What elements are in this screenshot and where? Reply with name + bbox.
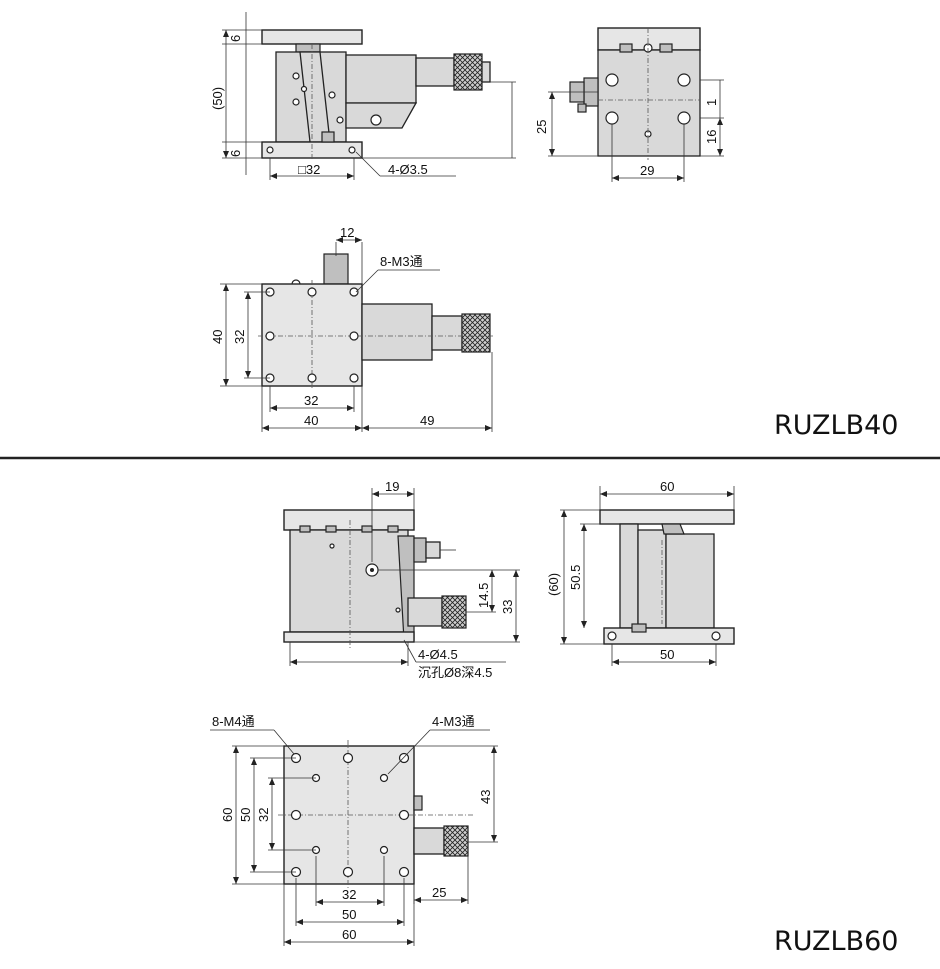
dim-v32-60: 32 xyxy=(256,808,271,822)
section-ruzlb40: 6 (50) 6 □32 4-Ø3.5 xyxy=(210,12,898,441)
model-label-ruzlb40: RUZLB40 xyxy=(774,410,898,441)
ruzlb40-side-view: 25 1 16 29 xyxy=(534,27,724,182)
dim-v32: 32 xyxy=(232,330,247,344)
dim-counterbore: 沉孔Ø8深4.5 xyxy=(418,665,492,680)
dim-v50: 50 xyxy=(238,808,253,822)
ruzlb40-front-view: 6 (50) 6 □32 4-Ø3.5 xyxy=(210,12,516,180)
dim-43: 43 xyxy=(478,790,493,804)
dim-6-bottom: 6 xyxy=(228,150,243,157)
dim-d25: 25 xyxy=(432,885,446,900)
dim-16: 16 xyxy=(704,130,719,144)
ruzlb40-top-view: 12 8-M3通 40 32 32 40 49 xyxy=(210,225,494,432)
dim-b50-60: 50 xyxy=(342,907,356,922)
dim-v60: 60 xyxy=(220,808,235,822)
dim-1: 1 xyxy=(704,99,719,106)
section-ruzlb60: 19 14.5 33 4-Ø4.5 沉孔Ø8深4.5 xyxy=(210,479,898,957)
dim-19: 19 xyxy=(385,479,399,494)
dim-29: 29 xyxy=(640,163,654,178)
tap-8-m3: 8-M3通 xyxy=(380,254,423,269)
ruzlb60-side-view: 60 (60) 50.5 50 xyxy=(546,479,735,666)
dim-14-5: 14.5 xyxy=(476,583,491,608)
dim-h60: (60) xyxy=(546,573,561,596)
tap-8-m4: 8-M4通 xyxy=(212,714,255,729)
ruzlb60-top-view: 8-M4通 4-M3通 60 50 32 43 xyxy=(210,714,498,946)
tap-4-m3: 4-M3通 xyxy=(432,714,475,729)
dim-6-top: 6 xyxy=(228,35,243,42)
ruzlb60-front-view: 19 14.5 33 4-Ø4.5 沉孔Ø8深4.5 xyxy=(283,479,520,680)
dim-holes-4-5: 4-Ø4.5 xyxy=(418,647,458,662)
model-label-ruzlb60: RUZLB60 xyxy=(774,926,898,957)
dim-33: 33 xyxy=(500,600,515,614)
dim-50: (50) xyxy=(210,87,225,110)
dim-sq32: □32 xyxy=(298,162,320,177)
dim-holes-3-5: 4-Ø3.5 xyxy=(388,162,428,177)
dim-w60-top: 60 xyxy=(660,479,674,494)
dim-12: 12 xyxy=(340,225,354,240)
dim-50-5: 50.5 xyxy=(568,565,583,590)
dim-25: 25 xyxy=(534,120,549,134)
dim-v40: 40 xyxy=(210,330,225,344)
dim-b40: 40 xyxy=(304,413,318,428)
dim-b60-60: 60 xyxy=(342,927,356,942)
dim-w50-bottom: 50 xyxy=(660,647,674,662)
dim-b49: 49 xyxy=(420,413,434,428)
dim-b32-60: 32 xyxy=(342,887,356,902)
dim-b32: 32 xyxy=(304,393,318,408)
